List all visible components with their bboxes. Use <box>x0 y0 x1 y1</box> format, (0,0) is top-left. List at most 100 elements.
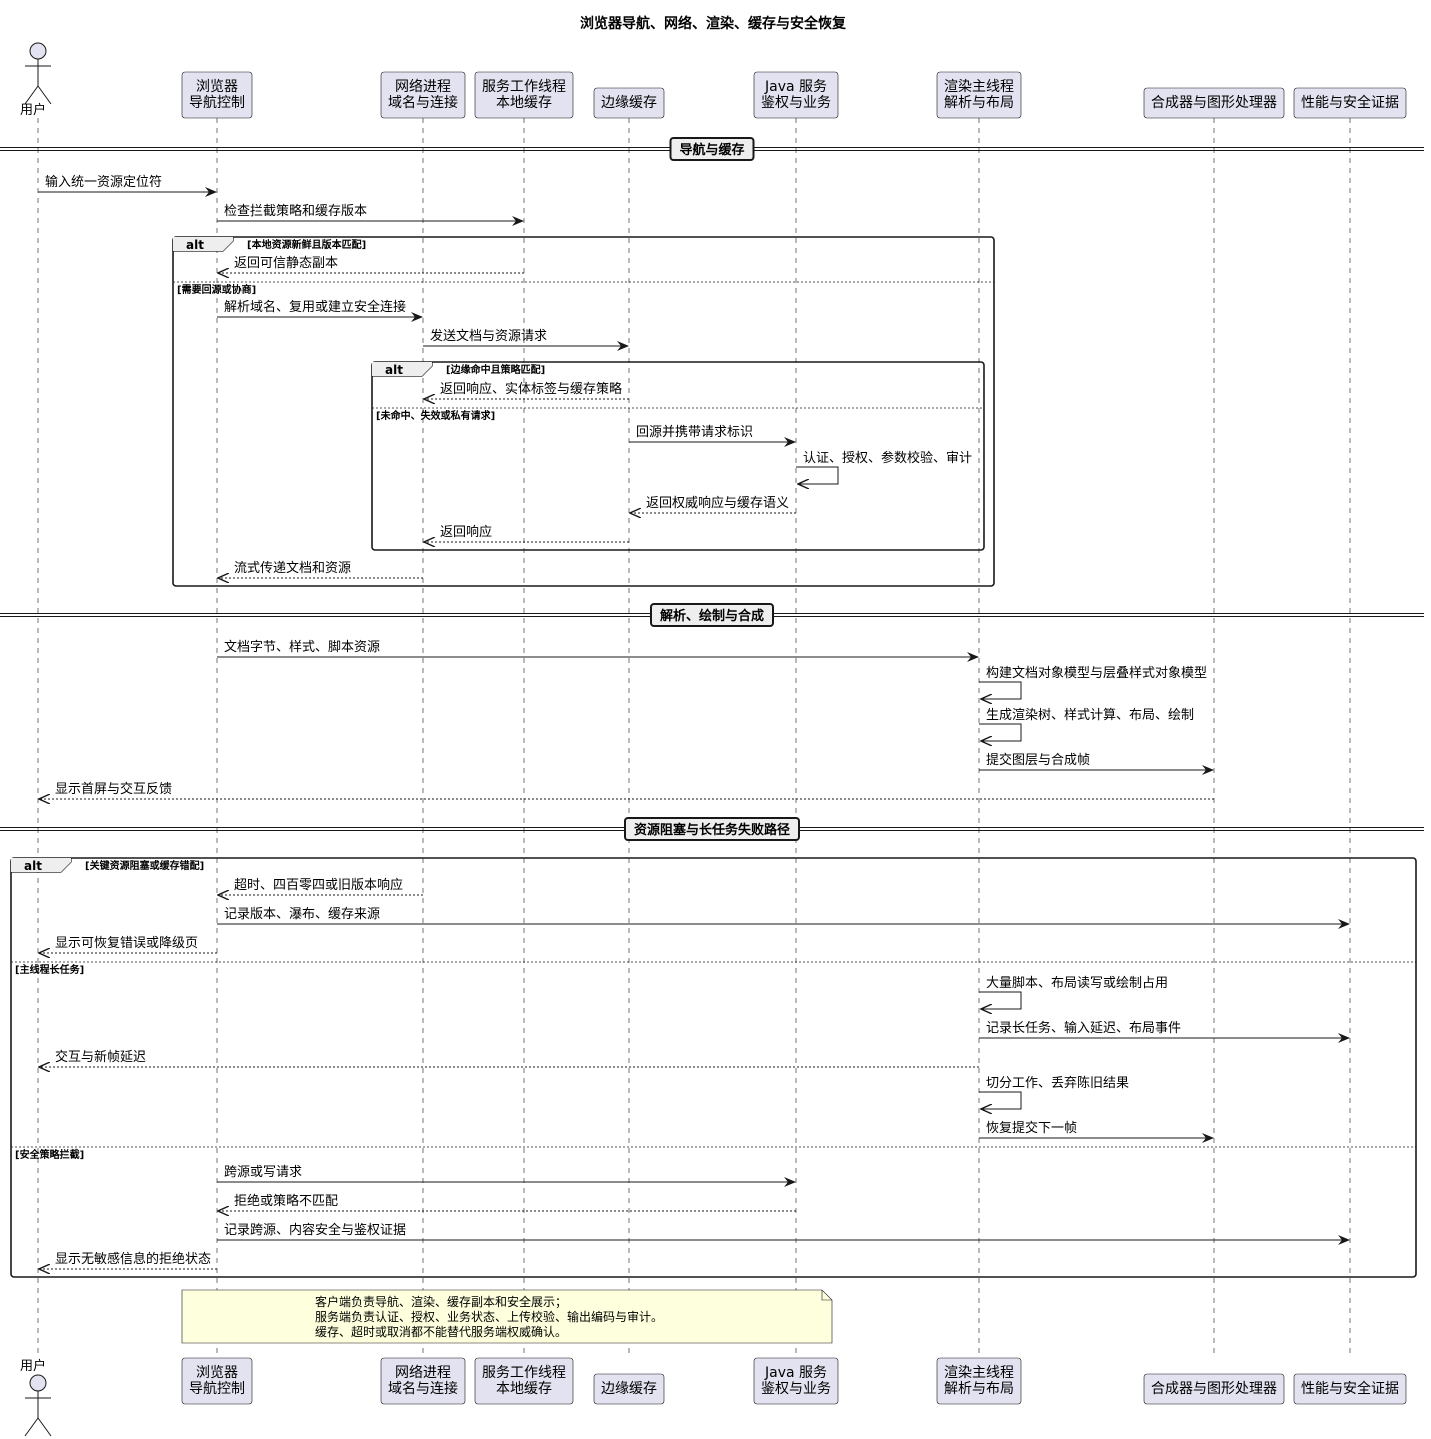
participant-label: 鉴权与业务 <box>761 1381 831 1397</box>
note-line: 服务端负责认证、授权、业务状态、上传校验、输出编码与审计。 <box>315 1309 663 1324</box>
note-line: 缓存、超时或取消都不能替代服务端权威确认。 <box>315 1324 567 1339</box>
message-label: 跨源或写请求 <box>224 1165 302 1180</box>
participant-label: 本地缓存 <box>496 95 552 111</box>
message-sync: 恢复提交下一帧 <box>979 1120 1214 1143</box>
message-self: 切分工作、丢弃陈旧结果 <box>979 1075 1129 1109</box>
divider-label: 资源阻塞与长任务失败路径 <box>634 822 790 838</box>
message-label: 提交图层与合成帧 <box>986 752 1090 768</box>
message-reply: 超时、四百零四或旧版本响应 <box>218 877 423 895</box>
message-reply: 显示无敏感信息的拒绝状态 <box>39 1251 217 1269</box>
section-divider: 资源阻塞与长任务失败路径 <box>0 817 1424 841</box>
message-sync: 记录长任务、输入延迟、布局事件 <box>979 1020 1350 1043</box>
alt-else-guard: [需要回源或协商] <box>177 283 256 296</box>
divider-label-box <box>650 603 774 627</box>
message-reply: 返回可信静态副本 <box>218 256 524 273</box>
participant-box <box>181 71 253 119</box>
note-body <box>181 1289 833 1344</box>
message-label: 超时、四百零四或旧版本响应 <box>234 877 403 893</box>
message-label: 记录长任务、输入延迟、布局事件 <box>986 1020 1181 1036</box>
message-reply: 返回权威响应与缓存语义 <box>630 495 796 513</box>
message-label: 构建文档对象模型与层叠样式对象模型 <box>986 666 1207 681</box>
section-divider: 解析、绘制与合成 <box>0 603 1424 627</box>
alt-frame-border <box>371 361 985 551</box>
participant-box <box>181 1357 253 1405</box>
alt-frame: alt[本地资源新鲜且版本匹配][需要回源或协商] <box>172 236 995 587</box>
participant-label: 导航控制 <box>189 1381 245 1397</box>
message-self-arrow <box>979 681 1022 699</box>
message-label: 流式传递文档和资源 <box>234 561 351 576</box>
participant-label: 渲染主线程 <box>944 79 1014 95</box>
participant-box <box>753 1357 839 1405</box>
participant-label: 解析与布局 <box>944 1381 1014 1397</box>
participant-label: 合成器与图形处理器 <box>1151 1381 1277 1397</box>
participant-box <box>1293 87 1407 119</box>
alt-frame-tab-fill <box>173 237 233 251</box>
participant-box <box>1293 1373 1407 1405</box>
message-sync: 回源并携带请求标识 <box>629 424 796 447</box>
message-reply: 显示可恢复错误或降级页 <box>39 936 217 953</box>
alt-frame-border <box>172 236 995 587</box>
participant-evidence-bottom: 性能与安全证据 <box>1293 1373 1407 1405</box>
message-reply: 显示首屏与交互反馈 <box>39 781 1214 799</box>
message-label: 记录版本、瀑布、缓存来源 <box>224 907 380 922</box>
message-self-arrow <box>979 1091 1022 1109</box>
participant-box <box>1143 87 1285 119</box>
message-sync: 文档字节、样式、脚本资源 <box>217 639 979 662</box>
participant-box <box>380 71 466 119</box>
actor-leg-left <box>24 1417 39 1437</box>
message-reply: 返回响应、实体标签与缓存策略 <box>424 381 629 399</box>
participant-box <box>936 1357 1022 1405</box>
alt-guard: [边缘命中且策略匹配] <box>446 363 545 376</box>
message-self-arrow <box>796 466 839 484</box>
participant-edge-bottom: 边缘缓存 <box>593 1373 665 1405</box>
message-self-arrow <box>979 723 1022 741</box>
participant-evidence-top: 性能与安全证据 <box>1293 87 1407 119</box>
actor-head <box>29 42 47 60</box>
participant-label: 服务工作线程 <box>482 1365 566 1381</box>
message-reply: 交互与新帧延迟 <box>39 1049 979 1067</box>
participant-box <box>593 87 665 119</box>
message-label: 生成渲染树、样式计算、布局、绘制 <box>986 708 1194 723</box>
note-corner <box>821 1290 832 1301</box>
participant-label: Java 服务 <box>764 1365 827 1381</box>
note-line: 客户端负责导航、渲染、缓存副本和安全展示； <box>315 1294 567 1309</box>
participant-label: Java 服务 <box>764 79 827 95</box>
participant-box <box>753 71 839 119</box>
message-label: 返回可信静态副本 <box>234 256 338 271</box>
message-label: 显示首屏与交互反馈 <box>55 781 172 797</box>
message-label: 显示可恢复错误或降级页 <box>55 936 198 951</box>
alt-frame-tab-fill <box>372 362 432 376</box>
participant-label: 服务工作线程 <box>482 79 566 95</box>
actor-leg-right <box>37 1417 52 1437</box>
message-label: 发送文档与资源请求 <box>430 328 547 344</box>
message-self: 大量脚本、布局读写或绘制占用 <box>979 975 1168 1009</box>
alt-guard: [本地资源新鲜且版本匹配] <box>247 238 366 251</box>
message-sync: 解析域名、复用或建立安全连接 <box>217 299 423 322</box>
alt-frame: alt[关键资源阻塞或缓存错配][主线程长任务][安全策略拦截] <box>10 857 1417 1278</box>
message-label: 大量脚本、布局读写或绘制占用 <box>986 975 1168 991</box>
alt-keyword: alt <box>24 859 42 873</box>
message-label: 认证、授权、参数校验、审计 <box>803 450 972 466</box>
diagram-title: 浏览器导航、网络、渲染、缓存与安全恢复 <box>580 15 847 32</box>
message-label: 检查拦截策略和缓存版本 <box>224 203 367 219</box>
message-label: 返回权威响应与缓存语义 <box>646 495 789 511</box>
participant-label: 本地缓存 <box>496 1381 552 1397</box>
participant-label: 边缘缓存 <box>601 95 657 111</box>
participant-label: 浏览器 <box>196 79 238 95</box>
actor-head <box>29 1374 47 1392</box>
participant-label: 性能与安全证据 <box>1301 94 1399 111</box>
divider-label-box <box>669 137 755 161</box>
message-label: 输入统一资源定位符 <box>45 174 162 190</box>
participant-edge-top: 边缘缓存 <box>593 87 665 119</box>
participant-box <box>593 1373 665 1405</box>
participant-label: 鉴权与业务 <box>761 95 831 111</box>
participant-label: 网络进程 <box>395 79 451 95</box>
note: 客户端负责导航、渲染、缓存副本和安全展示；服务端负责认证、授权、业务状态、上传校… <box>181 1289 833 1344</box>
message-label: 返回响应、实体标签与缓存策略 <box>440 381 622 397</box>
